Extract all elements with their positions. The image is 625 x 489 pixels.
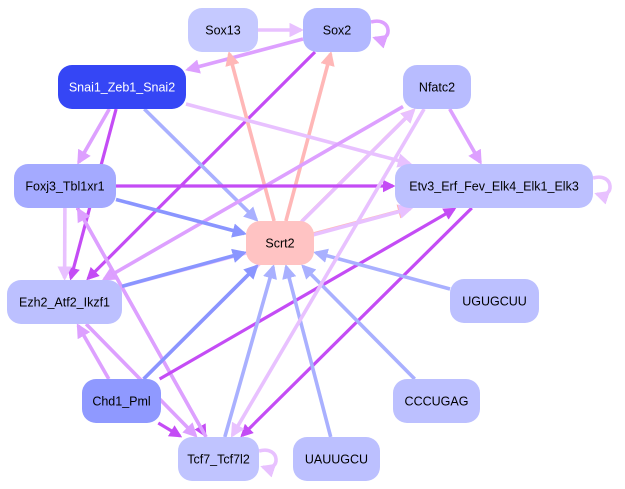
node-label-snai1-zeb1-snai2: Snai1_Zeb1_Snai2: [69, 81, 175, 95]
node-sox2[interactable]: Sox2: [303, 8, 371, 52]
edge-snai-to-foxj3: [77, 108, 111, 165]
edge-chd1-to-scrt2: [142, 264, 259, 381]
node-box: [303, 8, 371, 52]
node-label-ezh2-atf2-ikzf1: Ezh2_Atf2_Ikzf1: [19, 296, 110, 310]
edge-chd1-to-tcf7: [157, 421, 183, 438]
node-cccugag[interactable]: CCCUGAG: [393, 379, 480, 423]
node-box: [393, 379, 480, 423]
edge-sox2-to-snai: [185, 37, 304, 74]
node-sox13[interactable]: Sox13: [188, 8, 258, 52]
edge-nfatc2-to-ezh2: [101, 105, 404, 281]
node-box: [395, 164, 593, 208]
edge-scrt2-to-sox13: [225, 51, 276, 222]
edge-ezh2-to-scrt2: [121, 248, 247, 289]
node-label-sox13: Sox13: [205, 24, 240, 38]
node-box: [293, 437, 380, 481]
node-label-cccugag: CCCUGAG: [405, 395, 469, 409]
edge-foxj3-to-scrt2: [115, 197, 247, 238]
node-label-ugugcuu: UGUGCUU: [462, 295, 527, 309]
edge-nfatc2-to-etv3: [448, 108, 482, 165]
edge-chd1-to-ezh2: [76, 323, 111, 380]
node-box: [7, 280, 122, 324]
node-label-chd1-pml: Chd1_Pml: [92, 395, 150, 409]
node-box: [403, 65, 471, 109]
node-box: [14, 164, 116, 208]
edge-snai-to-etv3: [185, 102, 413, 168]
node-label-scrt2: Scrt2: [265, 237, 294, 251]
edge-tcf7-to-tcf7: [258, 448, 278, 478]
node-ugugcuu[interactable]: UGUGCUU: [450, 279, 539, 323]
node-chd1-pml[interactable]: Chd1_Pml: [82, 379, 161, 423]
node-etv3-erf-fev-elk4-elk1-elk3[interactable]: Etv3_Erf_Fev_Elk4_Elk1_Elk3: [395, 164, 593, 208]
node-label-foxj3-tbl1xr1: Foxj3_Tbl1xr1: [25, 180, 104, 194]
edge-sox2-to-sox2: [370, 19, 390, 49]
node-label-tcf7-tcf7l2: Tcf7_Tcf7l2: [187, 453, 250, 467]
node-box: [82, 379, 161, 423]
node-box: [450, 279, 539, 323]
node-box: [246, 221, 314, 265]
node-label-uauugcu: UAUUGCU: [305, 453, 368, 467]
edge-tcf7-to-foxj3: [76, 207, 208, 438]
node-tcf7-tcf7l2[interactable]: Tcf7_Tcf7l2: [178, 437, 259, 481]
node-foxj3-tbl1xr1[interactable]: Foxj3_Tbl1xr1: [14, 164, 116, 208]
nodes-layer: Sox13 Sox2 Snai1_Zeb1_Snai2 Nfatc2 Foxj3…: [7, 8, 593, 481]
edge-uauugcu-to-scrt2: [282, 264, 333, 438]
node-scrt2[interactable]: Scrt2: [246, 221, 314, 265]
edge-nfatc2-to-tcf7: [230, 108, 426, 438]
node-box: [188, 8, 258, 52]
edge-chd1-to-etv3: [158, 207, 457, 381]
edge-tcf7-to-scrt2: [223, 264, 277, 438]
edge-ugugcuu-to-scrt2: [313, 248, 451, 291]
edge-etv3-to-etv3: [592, 175, 612, 205]
node-label-nfatc2: Nfatc2: [419, 81, 455, 95]
node-nfatc2[interactable]: Nfatc2: [403, 65, 471, 109]
node-uauugcu[interactable]: UAUUGCU: [293, 437, 380, 481]
node-snai1-zeb1-snai2[interactable]: Snai1_Zeb1_Snai2: [58, 65, 186, 109]
node-ezh2-atf2-ikzf1[interactable]: Ezh2_Atf2_Ikzf1: [7, 280, 122, 324]
node-label-etv3: Etv3_Erf_Fev_Elk4_Elk1_Elk3: [409, 180, 579, 194]
node-box: [178, 437, 259, 481]
node-label-sox2: Sox2: [323, 24, 352, 38]
node-box: [58, 65, 186, 109]
